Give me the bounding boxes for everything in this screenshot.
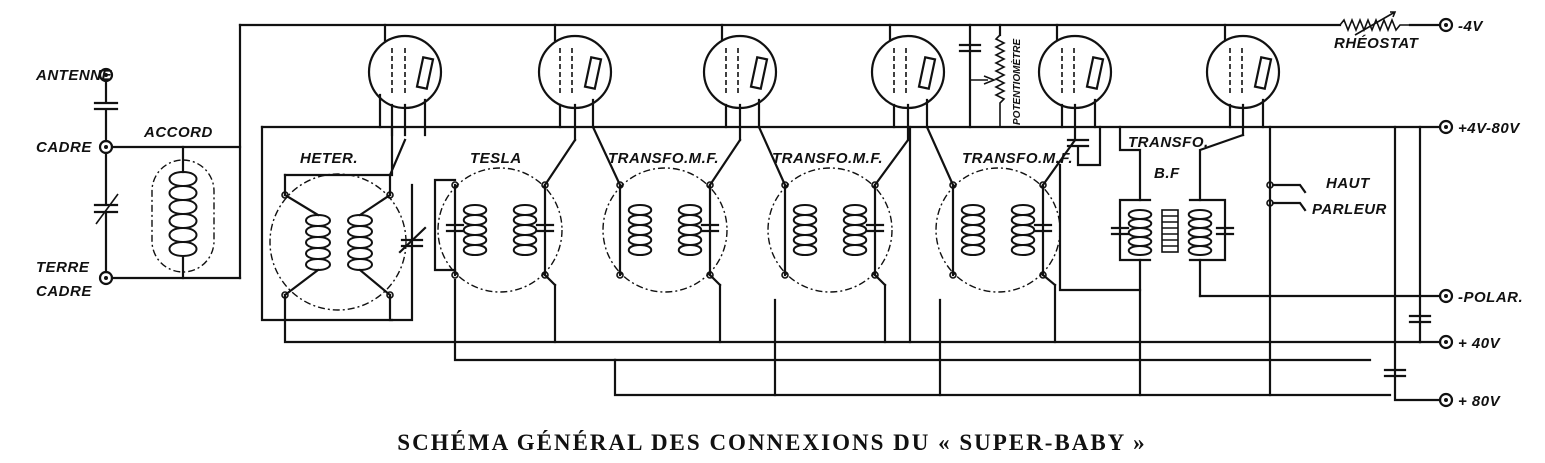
transfo-bf bbox=[1058, 125, 1245, 298]
transfo-mf-2 bbox=[757, 125, 910, 293]
tube-2-icon bbox=[537, 34, 613, 142]
tesla-label: TESLA bbox=[470, 150, 522, 167]
rheostat bbox=[1339, 11, 1410, 36]
tube-5-icon bbox=[1037, 34, 1113, 142]
transfo-mf-3-label: TRANSFO.M.F. bbox=[962, 150, 1073, 167]
transfo-bf-label: TRANSFO. bbox=[1128, 134, 1209, 151]
transfo-mf-1-label: TRANSFO.M.F. bbox=[608, 150, 719, 167]
heter-coupler bbox=[269, 125, 427, 322]
plus-80v-label: + 80V bbox=[1458, 393, 1502, 410]
tube-6-icon bbox=[1205, 34, 1281, 137]
minus-4v-terminal-icon[interactable] bbox=[1438, 17, 1454, 33]
plus-4v-80v-terminal-icon[interactable] bbox=[1438, 119, 1454, 135]
haut-label: HAUT bbox=[1326, 175, 1371, 192]
haut-parleur-jack-icon[interactable] bbox=[1266, 181, 1307, 212]
terre-cadre-label: CADRE bbox=[36, 283, 92, 300]
transfo-mf-2-label: TRANSFO.M.F. bbox=[772, 150, 883, 167]
bus-wires bbox=[238, 23, 1442, 402]
plus-4v-80v-label: +4V-80V bbox=[1458, 120, 1521, 137]
parleur-label: PARLEUR bbox=[1312, 201, 1387, 218]
potentiometre-label: POTENTIOMÈTRE bbox=[1010, 39, 1023, 125]
tube-1-icon bbox=[367, 34, 443, 137]
labels: ANTENNE CADRE TERRE CADRE ACCORD HETER. … bbox=[35, 18, 1523, 455]
transfo-mf-1 bbox=[591, 125, 742, 293]
plus-40v-label: + 40V bbox=[1458, 335, 1502, 352]
figure-caption: SCHÉMA GÉNÉRAL DES CONNEXIONS DU « SUPER… bbox=[397, 430, 1146, 455]
bf-label: B.F bbox=[1154, 165, 1180, 182]
power-terminals bbox=[1383, 17, 1454, 408]
tesla-coupler bbox=[433, 138, 577, 293]
polar-label: -POLAR. bbox=[1458, 289, 1523, 306]
minus-4v-label: -4V bbox=[1458, 18, 1484, 35]
potentiometer bbox=[958, 23, 1006, 129]
tubes bbox=[367, 23, 1281, 142]
rheostat-label: RHÉOSTAT bbox=[1334, 35, 1420, 52]
heter-label: HETER. bbox=[300, 150, 358, 167]
cadre-label: CADRE bbox=[36, 139, 92, 156]
plus-80v-terminal-icon[interactable] bbox=[1438, 392, 1454, 408]
tube-4-icon bbox=[870, 34, 946, 142]
terre-label: TERRE bbox=[36, 259, 90, 276]
polar-terminal-icon[interactable] bbox=[1438, 288, 1454, 304]
tube-3-icon bbox=[702, 34, 778, 142]
input-section bbox=[93, 67, 242, 286]
accord-label: ACCORD bbox=[143, 124, 213, 141]
antenne-label: ANTENNE bbox=[35, 67, 112, 84]
plus-40v-terminal-icon[interactable] bbox=[1438, 334, 1454, 350]
